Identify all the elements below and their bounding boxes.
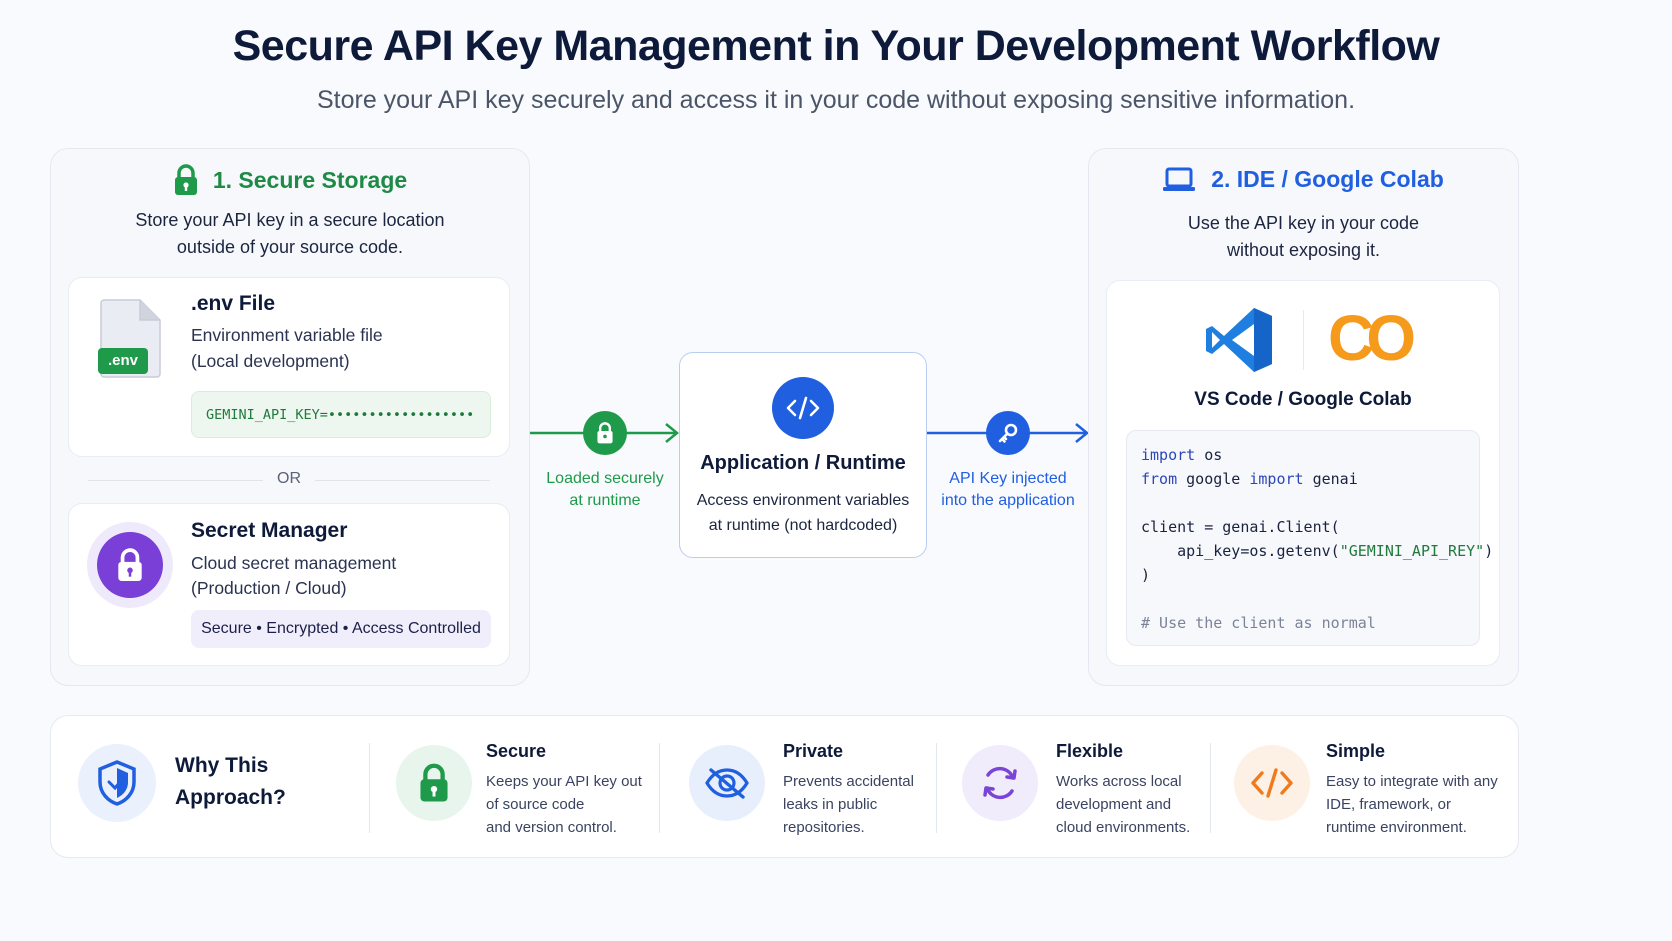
secure-storage-title: 1. Secure Storage [212, 166, 408, 193]
runtime-title: Application / Runtime [700, 452, 906, 474]
secret-manager-icon [97, 532, 163, 598]
feature-flexible-text: Works across local development and cloud… [1056, 773, 1191, 836]
flow-right-label: API Key injected into the application [941, 470, 1075, 509]
ide-description: Use the API key in your code without exp… [1187, 213, 1420, 260]
ide-logos-label: VS Code / Google Colab [1194, 389, 1412, 410]
code-line-5: ) [1141, 566, 1151, 584]
code-line-3: client = genai.Client( [1141, 518, 1340, 536]
page-subtitle: Store your API key securely and access i… [316, 86, 1356, 114]
secret-manager-icon-ring [87, 522, 173, 608]
feature-flexible-icon-ring [962, 745, 1038, 821]
env-file-icon-label: .env [107, 352, 138, 369]
secret-manager-line1: Cloud secret management [191, 553, 397, 573]
feature-secure-title: Secure [486, 741, 547, 761]
env-file-icon: .env [98, 298, 164, 378]
colab-logo-icon: CO [1328, 302, 1416, 374]
code-line-blank-2 [1141, 587, 1465, 611]
code-snippet: import os from google import genai clien… [1126, 430, 1494, 646]
why-divider-4 [1210, 743, 1211, 833]
code-icon [772, 377, 834, 439]
runtime-description: Access environment variables at runtime … [696, 492, 910, 534]
lock-icon [420, 763, 448, 802]
feature-secure-text: Keeps your API key out of source code an… [486, 773, 642, 836]
code-line-4: api_key=os.getenv("GEMINI_API_REY") [1141, 542, 1494, 560]
env-file-code: GEMINI_API_KEY=•••••••••••••••••• [191, 391, 491, 438]
env-file-line2: (Local development) [191, 351, 350, 371]
feature-private-title: Private [783, 741, 844, 761]
lock-icon [173, 164, 199, 196]
code-line-2: from google import genai [1141, 470, 1358, 488]
logo-divider [1303, 310, 1304, 370]
feature-secure-icon-ring [396, 745, 472, 821]
or-divider-right [315, 480, 490, 481]
why-divider-3 [936, 743, 937, 833]
secret-manager-line2: (Production / Cloud) [191, 578, 347, 598]
feature-private-text: Prevents accidental leaks in public repo… [783, 773, 914, 836]
code-icon [1251, 768, 1293, 798]
or-divider-left [88, 480, 263, 481]
why-divider-1 [369, 743, 370, 833]
code-line-blank [1141, 491, 1465, 515]
ide-title: 2. IDE / Google Colab [1211, 166, 1444, 192]
feature-flexible-title: Flexible [1056, 741, 1124, 761]
sync-icon [983, 766, 1017, 800]
feature-private-icon-ring [689, 745, 765, 821]
flow-left-label: Loaded securely at runtime [546, 470, 664, 509]
secret-manager-tags: Secure • Encrypted • Access Controlled [191, 610, 491, 648]
padlock-icon [118, 548, 142, 581]
vscode-logo-icon [1204, 306, 1274, 374]
shield-icon-ring [78, 744, 156, 822]
page-title: Secure API Key Management in Your Develo… [232, 22, 1440, 70]
feature-simple-title: Simple [1326, 741, 1386, 761]
eye-slash-icon [705, 768, 749, 799]
flow-lock-icon [583, 411, 627, 455]
why-title: Why This Approach? [175, 754, 286, 809]
feature-simple-icon-ring [1234, 745, 1310, 821]
why-divider-2 [659, 743, 660, 833]
flow-key-icon [986, 411, 1030, 455]
laptop-icon [1163, 167, 1196, 193]
secure-storage-description: Store your API key in a secure location … [135, 210, 445, 257]
secret-manager-title: Secret Manager [191, 519, 348, 542]
code-line-1: import os [1141, 446, 1223, 464]
ide-header: 2. IDE / Google Colab [1088, 166, 1519, 193]
code-line-comment: # Use the client as normal [1141, 614, 1376, 632]
secure-storage-header: 1. Secure Storage [50, 164, 530, 196]
env-file-line1: Environment variable file [191, 325, 383, 345]
env-file-title: .env File [191, 292, 276, 315]
or-label: OR [277, 470, 301, 487]
feature-simple-text: Easy to integrate with any IDE, framewor… [1326, 773, 1498, 836]
shield-icon [98, 760, 136, 806]
